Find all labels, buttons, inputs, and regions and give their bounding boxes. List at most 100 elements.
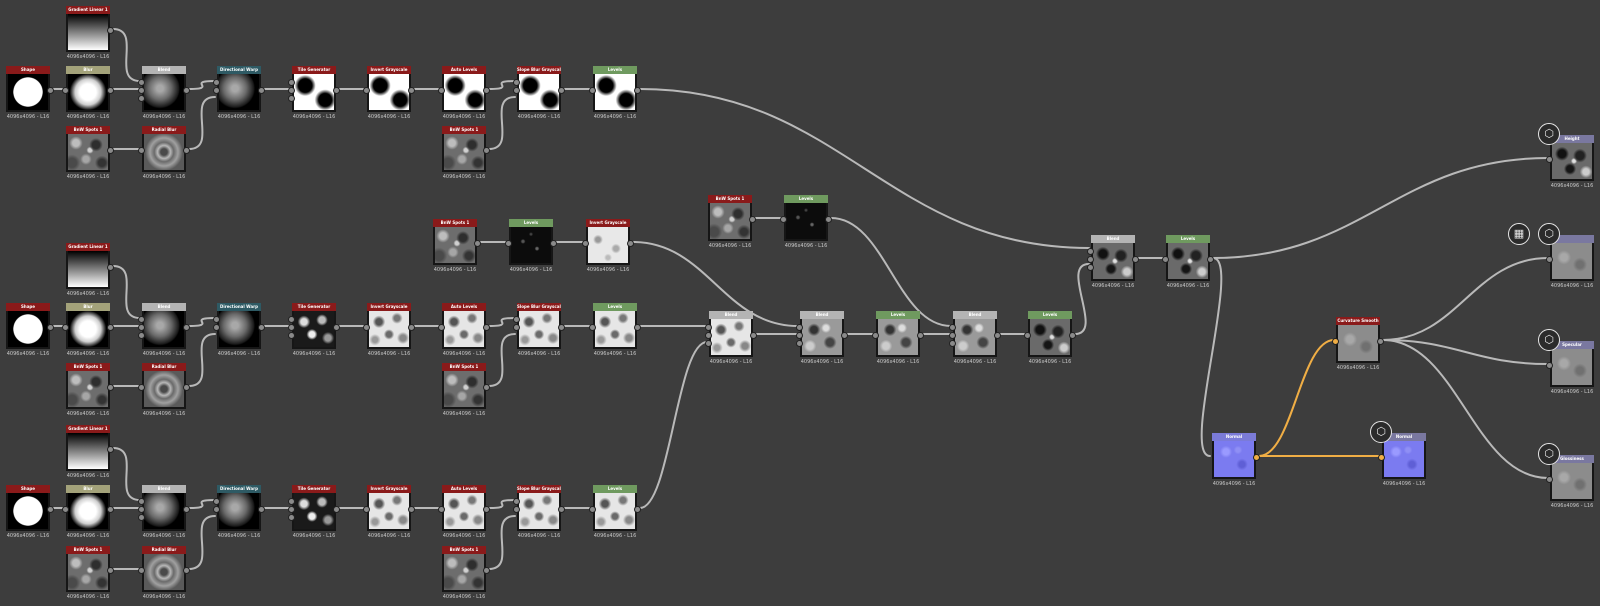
input-port[interactable] xyxy=(589,324,596,331)
output-port[interactable] xyxy=(1069,332,1076,339)
output-port[interactable] xyxy=(107,384,114,391)
input-port[interactable] xyxy=(1087,256,1094,263)
connection-wire[interactable] xyxy=(112,447,141,501)
output-port[interactable] xyxy=(1253,454,1260,461)
input-port[interactable] xyxy=(138,316,145,323)
input-port[interactable] xyxy=(363,87,370,94)
connection-wire[interactable] xyxy=(112,265,141,319)
output-port[interactable] xyxy=(107,87,114,94)
output-port[interactable] xyxy=(183,324,190,331)
output-port[interactable] xyxy=(825,216,832,223)
connection-wire[interactable] xyxy=(1382,339,1549,365)
output-port[interactable] xyxy=(1377,338,1384,345)
output-port[interactable] xyxy=(333,506,340,513)
input-port[interactable] xyxy=(288,87,295,94)
connection-wire[interactable] xyxy=(1074,263,1090,335)
input-port[interactable] xyxy=(438,506,445,513)
input-port[interactable] xyxy=(138,324,145,331)
input-port[interactable] xyxy=(213,324,220,331)
input-port[interactable] xyxy=(780,216,787,223)
input-port[interactable] xyxy=(1546,156,1553,163)
cube-icon[interactable]: ⬡ xyxy=(1538,223,1560,245)
output-port[interactable] xyxy=(634,506,641,513)
output-port[interactable] xyxy=(483,384,490,391)
input-port[interactable] xyxy=(62,506,69,513)
connection-wire[interactable] xyxy=(488,515,516,570)
input-port[interactable] xyxy=(288,498,295,505)
input-port[interactable] xyxy=(513,79,520,86)
output-port[interactable] xyxy=(47,324,54,331)
output-port[interactable] xyxy=(558,324,565,331)
input-port[interactable] xyxy=(138,498,145,505)
input-port[interactable] xyxy=(138,79,145,86)
input-port[interactable] xyxy=(513,316,520,323)
output-port[interactable] xyxy=(258,87,265,94)
cube-icon[interactable]: ⬡ xyxy=(1538,329,1560,351)
input-port[interactable] xyxy=(1087,248,1094,255)
input-port[interactable] xyxy=(138,87,145,94)
input-port[interactable] xyxy=(138,147,145,154)
input-port[interactable] xyxy=(288,95,295,102)
connection-wire[interactable] xyxy=(632,241,799,327)
connection-wire[interactable] xyxy=(488,317,516,327)
connection-wire[interactable] xyxy=(188,515,216,570)
connection-wire[interactable] xyxy=(188,80,216,90)
input-port[interactable] xyxy=(505,240,512,247)
input-port[interactable] xyxy=(796,324,803,331)
connection-wire[interactable] xyxy=(112,28,141,82)
connection-wire[interactable] xyxy=(488,499,516,509)
input-port[interactable] xyxy=(62,324,69,331)
connection-wire[interactable] xyxy=(488,96,516,150)
input-port[interactable] xyxy=(1546,362,1553,369)
output-port[interactable] xyxy=(917,332,924,339)
input-port[interactable] xyxy=(138,506,145,513)
output-port[interactable] xyxy=(107,27,114,34)
output-port[interactable] xyxy=(107,147,114,154)
connection-wire[interactable] xyxy=(1382,257,1549,341)
output-port[interactable] xyxy=(107,264,114,271)
output-port[interactable] xyxy=(558,506,565,513)
input-port[interactable] xyxy=(1162,256,1169,263)
input-port[interactable] xyxy=(213,506,220,513)
cube-icon[interactable]: ⬡ xyxy=(1538,123,1560,145)
output-port[interactable] xyxy=(483,506,490,513)
input-port[interactable] xyxy=(138,514,145,521)
input-port[interactable] xyxy=(949,332,956,339)
output-port[interactable] xyxy=(408,324,415,331)
connection-wire[interactable] xyxy=(1212,157,1549,259)
output-port[interactable] xyxy=(483,147,490,154)
input-port[interactable] xyxy=(213,87,220,94)
output-port[interactable] xyxy=(408,506,415,513)
output-port[interactable] xyxy=(333,324,340,331)
